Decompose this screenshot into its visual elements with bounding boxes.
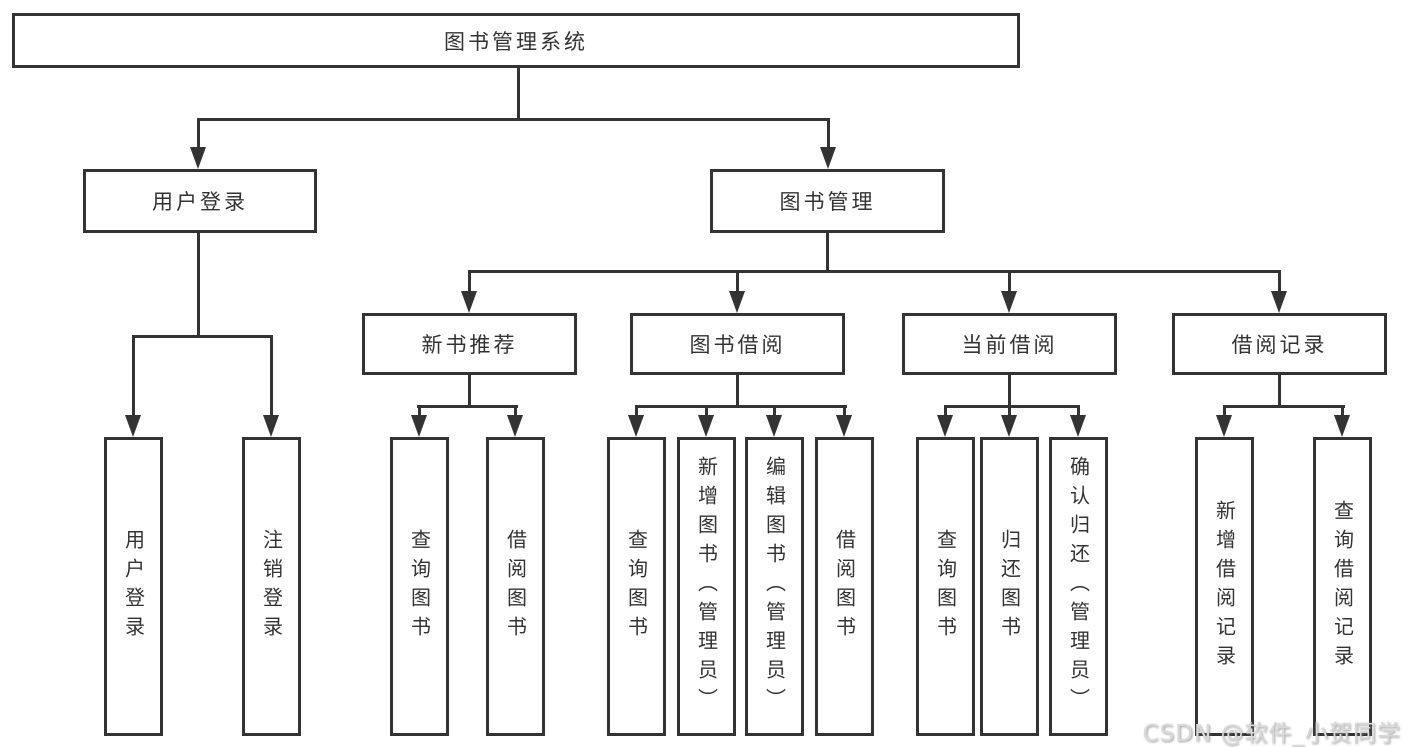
node-query-books-current: 查询图书 [916, 437, 975, 736]
arrow-down-icon [628, 415, 644, 437]
node-book-borrowing: 图书借阅 [630, 313, 845, 375]
arrow-down-icon [1001, 415, 1017, 437]
node-user-login-action: 用户登录 [104, 437, 163, 736]
connector-line [635, 405, 847, 408]
arrow-down-icon [411, 415, 427, 437]
node-new-book-recommendation: 新书推荐 [362, 313, 577, 375]
connector-line [635, 405, 638, 415]
connector-line [270, 335, 273, 415]
connector-line [1223, 405, 1345, 408]
node-query-borrowing-record: 查询借阅记录 [1313, 437, 1372, 736]
connector-line [944, 405, 1080, 408]
node-borrow-books-borrowing: 借阅图书 [815, 437, 874, 736]
connector-line [1278, 270, 1281, 291]
arrow-down-icon [1334, 415, 1350, 437]
arrow-down-icon [836, 415, 852, 437]
node-edit-book-admin: 编辑图书（管理员） [745, 437, 804, 736]
node-user-login: 用户登录 [83, 169, 317, 233]
connector-line [468, 375, 471, 405]
connector-line [843, 405, 846, 415]
node-add-book-admin: 新增图书（管理员） [677, 437, 736, 736]
connector-line [1341, 405, 1344, 415]
connector-line [197, 118, 200, 148]
connector-line [1008, 270, 1011, 291]
arrow-down-icon [1271, 291, 1287, 313]
connector-line [197, 118, 830, 121]
node-confirm-return-admin: 确认归还（管理员） [1049, 437, 1108, 736]
connector-line [944, 405, 947, 415]
arrow-down-icon [729, 291, 745, 313]
arrow-down-icon [1070, 415, 1086, 437]
connector-line [468, 270, 1281, 273]
node-borrowing-records: 借阅记录 [1172, 313, 1387, 375]
arrow-down-icon [937, 415, 953, 437]
node-query-books-borrowing: 查询图书 [607, 437, 666, 736]
connector-line [1223, 405, 1226, 415]
arrow-down-icon [1216, 415, 1232, 437]
arrow-down-icon [263, 415, 279, 437]
connector-line [197, 233, 200, 335]
arrow-down-icon [461, 291, 477, 313]
connector-line [132, 335, 135, 415]
node-logout: 注销登录 [242, 437, 301, 736]
connector-line [132, 335, 273, 338]
connector-line [705, 405, 708, 415]
arrow-down-icon [190, 147, 206, 169]
node-return-books: 归还图书 [980, 437, 1039, 736]
node-add-borrowing-record: 新增借阅记录 [1195, 437, 1254, 736]
connector-line [827, 118, 830, 148]
node-query-books-recommend: 查询图书 [390, 437, 449, 736]
arrow-down-icon [507, 415, 523, 437]
connector-line [773, 405, 776, 415]
arrow-down-icon [1001, 291, 1017, 313]
connector-line [1008, 375, 1011, 405]
connector-line [1008, 405, 1011, 415]
connector-line [736, 375, 739, 405]
connector-line [514, 405, 517, 415]
node-book-management: 图书管理 [710, 169, 945, 233]
csdn-watermark: CSDN @软件_小贺同学 [1142, 721, 1401, 747]
connector-line [417, 405, 518, 408]
connector-line [826, 233, 829, 270]
connector-line [418, 405, 421, 415]
node-library-management-system: 图书管理系统 [12, 13, 1020, 68]
node-current-borrowing: 当前借阅 [902, 313, 1117, 375]
connector-line [1077, 405, 1080, 415]
connector-line [1278, 375, 1281, 405]
arrow-down-icon [766, 415, 782, 437]
connector-line [736, 270, 739, 291]
connector-line [517, 68, 520, 118]
arrow-down-icon [820, 147, 836, 169]
arrow-down-icon [125, 415, 141, 437]
arrow-down-icon [698, 415, 714, 437]
node-borrow-books-recommend: 借阅图书 [486, 437, 545, 736]
connector-line [468, 270, 471, 291]
